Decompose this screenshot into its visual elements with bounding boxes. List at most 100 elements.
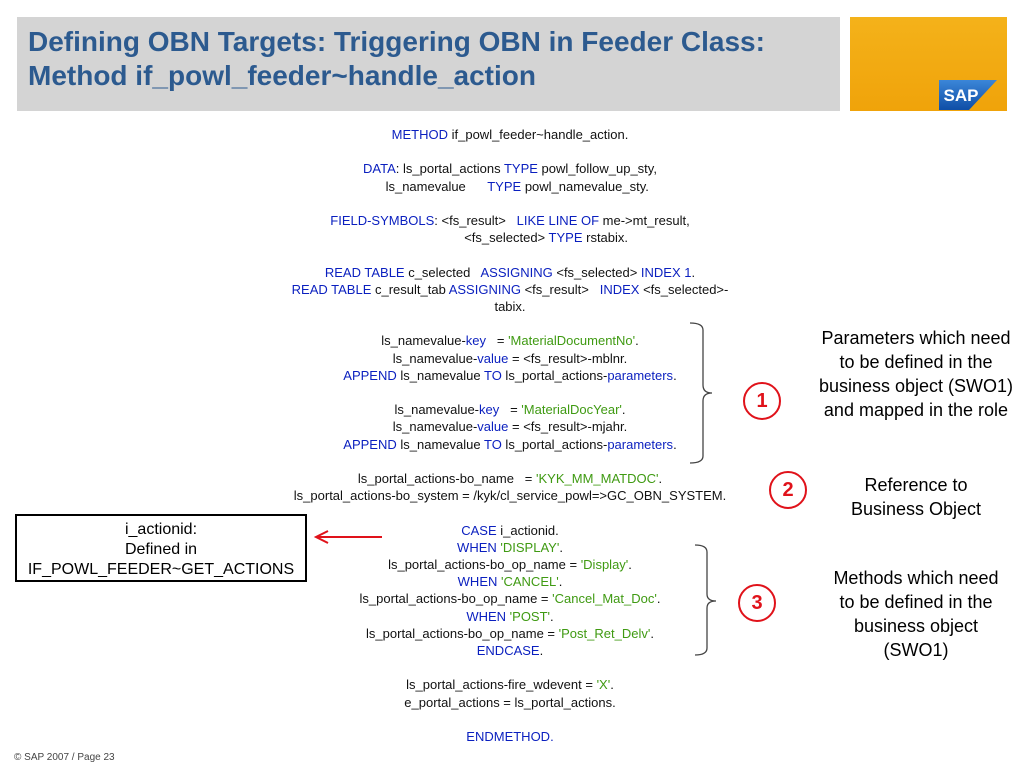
code-token: ls_portal_actions-bo_op_name = <box>366 625 559 641</box>
code-token: APPEND <box>343 436 397 452</box>
code-line: ls_namevalue-value = <fs_result>-mblnr. <box>230 350 790 367</box>
actionid-line2: Defined in <box>124 541 198 558</box>
code-line: WHEN 'POST'. <box>230 608 790 625</box>
code-token: . <box>673 367 677 383</box>
code-token: 'MaterialDocumentNo' <box>508 333 636 349</box>
code-token: powl_namevalue_sty. <box>521 178 649 194</box>
code-token: 'DISPLAY' <box>500 539 560 555</box>
code-token: . <box>539 642 544 658</box>
code-token: : <fs_result> <box>434 212 517 228</box>
code-token: powl_follow_up_sty, <box>537 161 657 177</box>
code-token: . <box>558 574 563 590</box>
code-token: 'Cancel_Mat_Doc' <box>552 591 657 607</box>
code-line: WHEN 'CANCEL'. <box>230 573 790 590</box>
code-token: : ls_portal_actions <box>395 161 504 177</box>
marker-1: 1 <box>743 382 781 420</box>
code-token: key <box>465 333 487 349</box>
code-line: READ TABLE c_result_tab ASSIGNING <fs_re… <box>230 281 790 298</box>
code-token: 'Post_Ret_Delv' <box>558 625 651 641</box>
code-token: ls_portal_actions-bo_op_name = <box>388 556 581 572</box>
code-token: TYPE <box>487 178 522 194</box>
code-token: ls_namevalue- <box>381 333 466 349</box>
code-line: ls_portal_actions-bo_name = 'KYK_MM_MATD… <box>230 470 790 487</box>
code-token: = <fs_result>-mjahr. <box>508 419 628 435</box>
code-token: TYPE <box>548 230 583 246</box>
code-token: c_selected <box>404 264 481 280</box>
code-token: ls_portal_actions- <box>501 436 608 452</box>
code-token: READ TABLE <box>291 281 372 297</box>
code-line: ls_namevalue-key = 'MaterialDocYear'. <box>230 401 790 418</box>
code-token: . <box>650 625 654 641</box>
code-token: 'KYK_MM_MATDOC' <box>536 470 659 486</box>
bracket-3 <box>694 544 717 656</box>
code-token: ls_portal_actions- <box>501 367 608 383</box>
code-token: <fs_selected> <box>552 264 641 280</box>
code-token: <fs_result> <box>520 281 600 297</box>
code-token: . <box>635 333 639 349</box>
footer-copyright: © SAP 2007 / Page 23 <box>14 752 115 763</box>
code-token: i_actionid. <box>496 522 559 538</box>
code-token: READ TABLE <box>324 264 405 280</box>
bracket-1 <box>689 322 713 464</box>
code-token: e_portal_actions = ls_portal_actions. <box>404 694 616 710</box>
code-line: ls_portal_actions-bo_op_name = 'Post_Ret… <box>230 625 790 642</box>
code-token: ls_portal_actions-fire_wdevent = <box>406 677 597 693</box>
code-token: 'MaterialDocYear' <box>521 402 622 418</box>
code-token: 'CANCEL' <box>501 574 559 590</box>
code-token: ls_namevalue- <box>392 419 478 435</box>
code-token: WHEN <box>457 574 498 590</box>
code-token: ls_namevalue <box>396 367 484 383</box>
title-bar: Defining OBN Targets: Triggering OBN in … <box>17 17 840 111</box>
code-token: = <box>499 402 522 418</box>
code-token: . <box>559 539 563 555</box>
code-line: ls_portal_actions-bo_op_name = 'Display'… <box>230 556 790 573</box>
code-token: WHEN <box>466 608 507 624</box>
code-line: ls_namevalue TYPE powl_namevalue_sty. <box>230 178 790 195</box>
code-token: . <box>621 402 626 418</box>
code-token: me->mt_result, <box>599 212 690 228</box>
code-token: LIKE LINE OF <box>516 212 600 228</box>
code-token: APPEND <box>343 367 397 383</box>
code-token: TO <box>483 436 502 452</box>
code-token: value <box>477 350 509 366</box>
code-line: tabix. <box>230 298 790 315</box>
code-token: <fs_selected>- <box>639 281 729 297</box>
code-line: APPEND ls_namevalue TO ls_portal_actions… <box>230 367 790 384</box>
code-line: ls_namevalue-value = <fs_result>-mjahr. <box>230 418 790 435</box>
code-line: WHEN 'DISPLAY'. <box>230 539 790 556</box>
actionid-line3: IF_POWL_FEEDER~GET_ACTIONS <box>27 561 295 578</box>
code-token: = <box>486 333 509 349</box>
code-token: . <box>550 608 554 624</box>
code-token: = <fs_result>-mblnr. <box>508 350 628 366</box>
code-token: INDEX <box>599 281 640 297</box>
code-token: ls_namevalue- <box>394 402 480 418</box>
code-token: ENDMETHOD. <box>466 728 554 744</box>
code-token: . <box>658 470 663 486</box>
code-token: . <box>691 264 696 280</box>
code-line: READ TABLE c_selected ASSIGNING <fs_sele… <box>230 264 790 281</box>
code-token: if_powl_feeder~handle_action. <box>448 127 629 142</box>
code-token: parameters <box>607 436 674 452</box>
code-line: ls_portal_actions-bo_system = /kyk/cl_se… <box>230 487 790 504</box>
code-token: c_result_tab <box>371 281 449 297</box>
code-line: ENDCASE. <box>230 642 790 659</box>
code-line: ls_namevalue-key = 'MaterialDocumentNo'. <box>230 332 790 349</box>
code-token: ls_portal_actions-bo_op_name = <box>359 591 553 607</box>
code-token: . <box>610 677 614 693</box>
logo-panel: SAP <box>850 17 1007 111</box>
code-line: <fs_selected> TYPE rstabix. <box>230 229 790 246</box>
code-token: ls_portal_actions-bo_name = <box>357 470 537 486</box>
code-token: ls_namevalue- <box>392 350 478 366</box>
code-token: TO <box>483 367 502 383</box>
code-token: ENDCASE <box>476 642 540 658</box>
code-token: ls_portal_actions-bo_system = /kyk/cl_se… <box>293 488 727 504</box>
slide-title: Defining OBN Targets: Triggering OBN in … <box>28 26 765 91</box>
code-token: . <box>673 436 677 452</box>
code-token: INDEX <box>640 264 681 280</box>
code-token: value <box>477 419 509 435</box>
code-token: DATA <box>363 161 396 177</box>
code-line: ls_portal_actions-fire_wdevent = 'X'. <box>230 676 790 693</box>
marker-2: 2 <box>769 471 807 509</box>
sap-logo-text: SAP <box>944 86 979 105</box>
